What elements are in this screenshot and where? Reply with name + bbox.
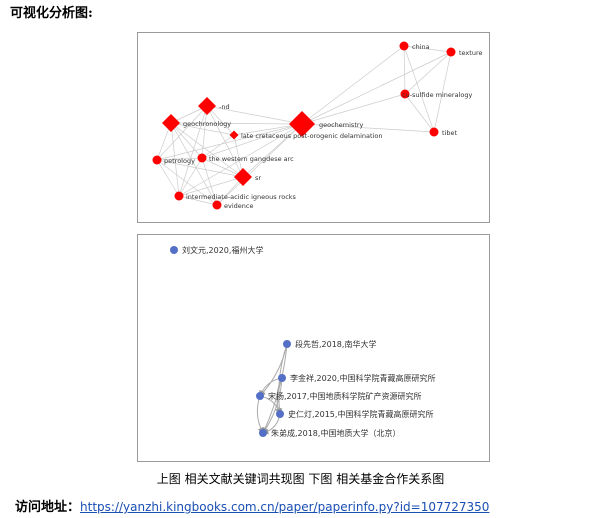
keyword-edge [178,195,218,206]
fund-node-liu[interactable] [170,246,178,254]
keyword-edge [201,123,303,159]
keyword-node-china[interactable] [399,41,409,51]
keyword-edge [178,157,203,197]
keyword-node-latecret[interactable] [229,130,239,140]
fund-label-li: 李金祥,2020,中国科学院青藏高原研究所 [290,373,435,383]
keyword-edge [404,93,435,133]
keyword-edge [178,105,208,197]
keyword-node-geochron[interactable] [162,114,180,132]
keyword-label-geochron: geochronology [183,120,231,128]
keyword-node-tibet[interactable] [429,127,439,137]
keyword-edge [233,123,303,136]
keyword-label-petrology: petrology [164,157,195,165]
keyword-edge [404,51,452,95]
figure-caption: 上图 相关文献关键词共现图 下图 相关基金合作关系图 [156,472,445,486]
keyword-edge [301,93,406,125]
keyword-edge [216,123,303,206]
keyword-label-nd: -nd [219,103,230,111]
keyword-edge [178,176,244,197]
keyword-node-evidence[interactable] [212,200,222,210]
keyword-label-tibet: tibet [442,129,457,137]
keyword-edge [156,159,244,178]
fund-node-song[interactable] [256,392,264,400]
keyword-edge [156,159,180,197]
fund-node-li[interactable] [278,374,286,382]
keyword-edge [178,123,303,197]
keyword-edge [156,123,303,161]
keyword-edge [170,122,235,136]
keyword-label-evidence: evidence [224,202,253,210]
keyword-node-intermediate[interactable] [174,191,184,201]
keyword-edge [403,45,452,53]
keyword-edge [216,176,244,206]
fund-graph-canvas[interactable]: 刘文元,2020,福州大学段先哲,2018,南华大学李金祥,2020,中国科学院… [138,235,489,461]
fund-node-zhu[interactable] [259,429,267,437]
access-address: 访问地址：https://yanzhi.kingbooks.com.cn/pap… [15,496,489,515]
fund-edge [262,343,288,434]
keyword-edge [156,105,208,161]
keyword-edge [206,105,235,136]
keyword-node-texture[interactable] [446,47,456,57]
keyword-edge [206,105,303,125]
fund-cooperation-graph[interactable]: 刘文元,2020,福州大学段先哲,2018,南华大学李金祥,2020,中国科学院… [137,234,490,462]
page-heading: 可视化分析图: [10,6,93,21]
keyword-node-petrology[interactable] [152,155,162,165]
keyword-edge [201,157,218,206]
keyword-edge [201,134,235,159]
keyword-edge [403,45,406,95]
keyword-edge [242,123,303,178]
access-address-label: 访问地址： [15,500,81,515]
keyword-edge [170,122,218,206]
paper-link[interactable]: https://yanzhi.kingbooks.com.cn/paper/pa… [80,500,490,514]
keyword-label-sr: sr [255,174,261,182]
keyword-edge [301,51,452,125]
keyword-label-texture: texture [459,49,482,57]
keyword-node-cu[interactable] [400,89,410,99]
keyword-edge [170,122,203,159]
keyword-label-intermediate: intermediate-acidic igneous rocks [186,193,297,201]
keyword-edge [403,45,435,133]
fund-node-duan[interactable] [283,340,291,348]
keyword-edge [433,51,452,133]
keyword-node-gangdese[interactable] [197,153,207,163]
keyword-node-nd[interactable] [198,97,216,115]
fund-label-duan: 段先哲,2018,南华大学 [295,339,376,349]
keyword-node-sr[interactable] [234,168,252,186]
keyword-cooccurrence-graph[interactable]: china texture cu-sulfide mineralogy tibet -n… [137,32,490,223]
keyword-edge [301,123,435,133]
keyword-node-geochem[interactable] [289,111,315,137]
keyword-edge [156,157,203,161]
keyword-graph-canvas[interactable]: china texture cu-sulfide mineralogy tibet -n… [138,33,489,222]
keyword-edge [201,105,208,159]
fund-node-shi[interactable] [276,410,284,418]
keyword-label-gangdese: the western gangdese arc [209,155,294,163]
fund-label-song: 宋扬,2017,中国地质科学院矿产资源研究所 [268,391,421,401]
keyword-label-china: china [412,43,430,51]
keyword-label-latecret: late cretaceous post-orogenic delaminati… [241,132,382,140]
fund-label-shi: 史仁灯,2015,中国科学院青藏高原研究所 [288,409,433,419]
keyword-edge [201,157,244,178]
keyword-label-cu: cu-sulfide mineralogy [402,91,472,99]
fund-label-zhu: 朱弟成,2018,中国地质大学（北京） [271,428,400,438]
fund-edge [256,395,264,434]
fund-label-liu: 刘文元,2020,福州大学 [182,245,263,255]
keyword-label-geochem: geochemistry [319,121,364,129]
keyword-edge [170,122,303,125]
keyword-edge [301,45,405,125]
keyword-edge [170,122,244,178]
